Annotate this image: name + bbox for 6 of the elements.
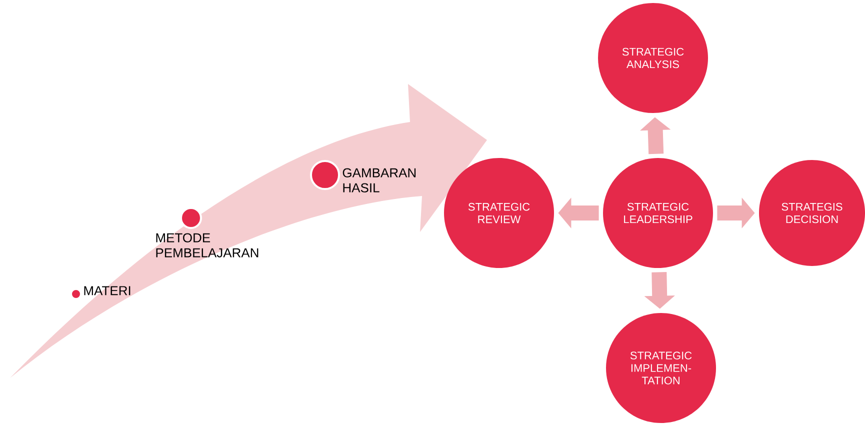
milestone-label: METODE PEMBELAJARAN bbox=[156, 233, 258, 258]
milestone-label: MATERI bbox=[84, 286, 130, 296]
milestone-dot bbox=[70, 288, 82, 300]
milestone-dot bbox=[310, 160, 340, 190]
milestone-dot bbox=[180, 207, 202, 229]
milestone-label: GAMBARAN HASIL bbox=[342, 168, 416, 192]
